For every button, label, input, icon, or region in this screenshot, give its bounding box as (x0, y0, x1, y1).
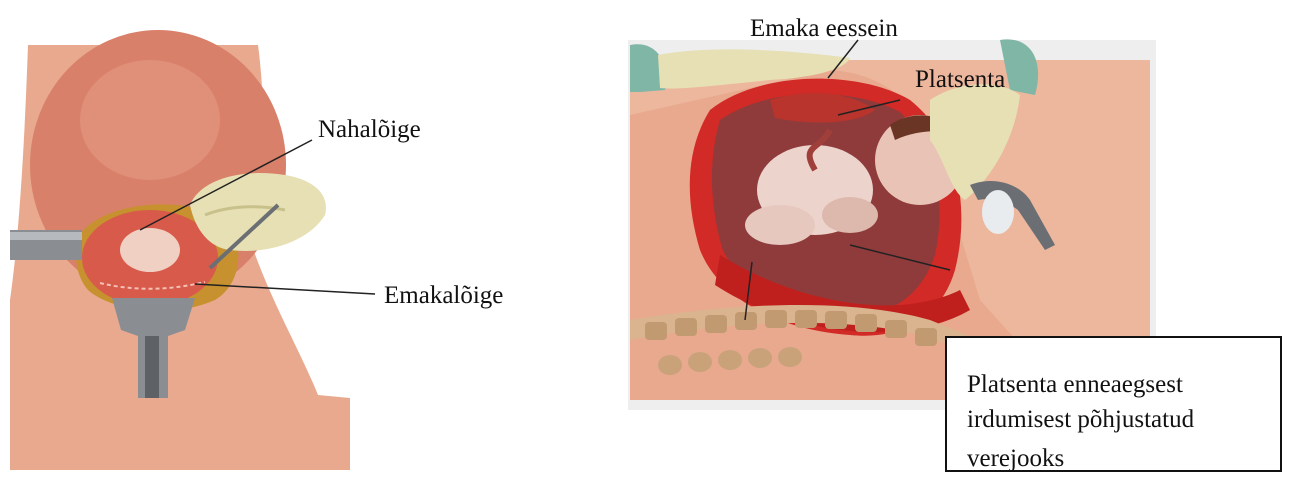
placenta-label: Platsenta (915, 67, 1005, 92)
callout-line-2: irdumisest põhjustatud (967, 407, 1194, 432)
uterine-front-wall-label: Emaka eessein (750, 16, 898, 41)
hemorrhage-callout-box: Platsenta enneaegsest irdumisest põhjust… (945, 336, 1282, 472)
uterine-incision-label: Emakalõige (384, 283, 503, 308)
callout-line-3: verejooks (967, 446, 1064, 471)
cesarean-incision-illustration: Nahalõige Emakalõige (0, 0, 640, 480)
skin-incision-label: Nahalõige (318, 117, 421, 142)
callout-line-1: Platsenta enneaegsest (967, 372, 1183, 397)
cesarean-incision-drawing (0, 0, 640, 480)
